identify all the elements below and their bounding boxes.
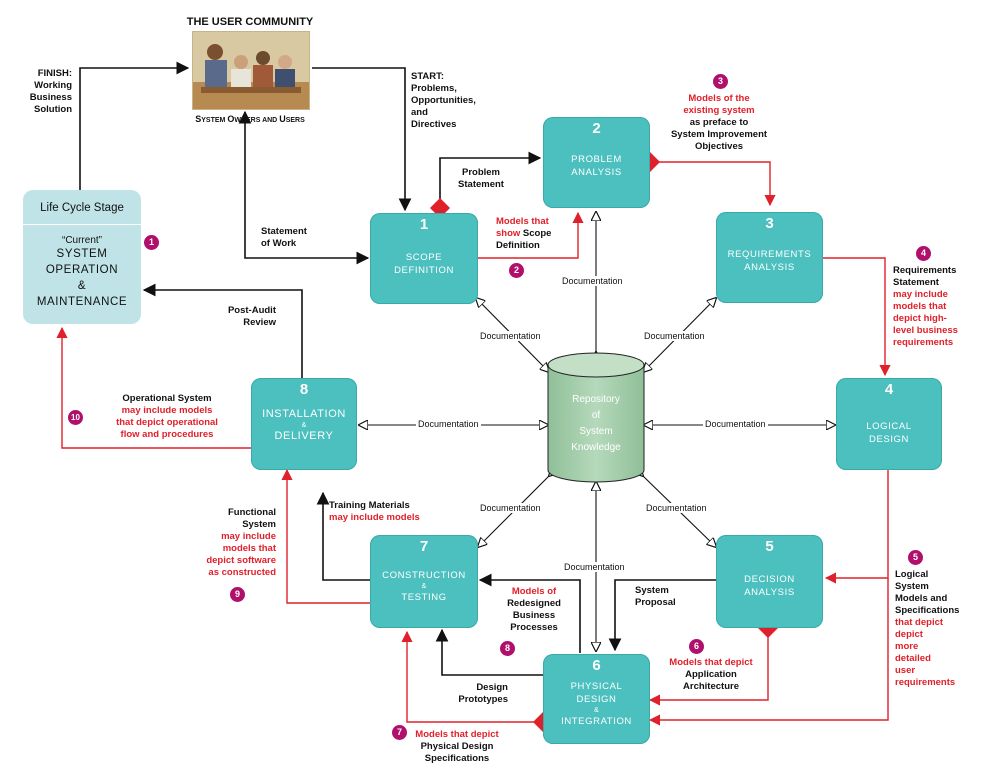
phase-title-line: DESIGN (576, 694, 617, 705)
phase-title-line: INSTALLATION (262, 408, 346, 420)
phase-number: 8 (299, 381, 309, 398)
phase-title-line: LOGICAL (866, 421, 912, 432)
phase-amp: & (594, 707, 599, 714)
redesigned-processes-label: Models of Redesigned Business Processes (507, 586, 561, 633)
phase-title-line: DELIVERY (274, 430, 334, 442)
documentation-label: Documentation (560, 276, 625, 286)
step-badge-1: 1 (144, 235, 159, 250)
requirements-statement-label: Requirements Statement may include model… (893, 265, 958, 348)
phase-physical-design[interactable]: 6 PHYSICAL DESIGN & INTEGRATION (543, 654, 650, 744)
phase-title-line: INTEGRATION (561, 716, 632, 727)
step-badge-6: 6 (689, 639, 704, 654)
step-badge-10: 10 (68, 410, 83, 425)
step-badge-9: 9 (230, 587, 245, 602)
repository-line: of (591, 410, 601, 421)
documentation-label: Documentation (642, 331, 707, 341)
lifecycle-stage-box: Life Cycle Stage “Current” SYSTEM OPERAT… (23, 190, 141, 324)
logical-models-label: Logical System Models and Specifications… (895, 569, 960, 688)
phase-title-line: PROBLEM (571, 154, 622, 165)
lifecycle-line1: SYSTEM (56, 248, 108, 260)
phase-number: 4 (884, 381, 894, 398)
step-badge-7: 7 (392, 725, 407, 740)
community-title: THE USER COMMUNITY (186, 16, 314, 28)
phase-title-line: DESIGN (868, 434, 910, 445)
phase-logical-design[interactable]: 4 LOGICAL DESIGN (836, 378, 942, 470)
documentation-label: Documentation (416, 419, 481, 429)
step-badge-2: 2 (509, 263, 524, 278)
documentation-label: Documentation (562, 562, 627, 572)
step-badge-3: 3 (713, 74, 728, 89)
lifecycle-line2: OPERATION (45, 264, 119, 276)
phase-installation-delivery[interactable]: 8 INSTALLATION & DELIVERY (251, 378, 357, 470)
repository-line: System (579, 426, 613, 437)
step-badge-4: 4 (916, 246, 931, 261)
functional-system-label: Functional System may include models tha… (206, 507, 276, 578)
phase-title-line: DEFINITION (394, 265, 454, 276)
lifecycle-header: Life Cycle Stage (23, 190, 141, 225)
repository-line: Repository (572, 394, 620, 405)
documentation-label: Documentation (478, 331, 543, 341)
training-materials-label: Training Materials may include models (329, 500, 420, 523)
phase-title-line: PHYSICAL (570, 681, 623, 692)
repository-line: Knowledge (571, 442, 621, 453)
phase-number: 7 (419, 538, 429, 555)
user-community-photo (192, 31, 310, 110)
step-badge-8: 8 (500, 641, 515, 656)
phase-number: 1 (419, 216, 429, 233)
phase-title-line: ANALYSIS (744, 587, 795, 598)
phase-amp: & (421, 583, 427, 590)
phase-number: 5 (765, 538, 774, 555)
documentation-label: Documentation (644, 503, 709, 513)
operational-system-label: Operational System may include models th… (116, 393, 218, 440)
phase-decision-analysis[interactable]: 5 DECISION ANALYSIS (716, 535, 823, 628)
phase-title-line: ANALYSIS (571, 167, 622, 178)
phase-title-line: TESTING (401, 592, 447, 603)
lifecycle-line4: MAINTENANCE (36, 296, 128, 308)
phase-number: 3 (765, 215, 774, 232)
lifecycle-line3: & (77, 280, 87, 292)
phase-title-line: DECISION (744, 574, 795, 585)
lifecycle-current: “Current” (61, 235, 102, 246)
models-scope-label: Models that show Scope Definition (496, 216, 552, 251)
phase-title-line: CONSTRUCTION (382, 570, 466, 581)
documentation-label: Documentation (703, 419, 768, 429)
documentation-label: Documentation (478, 503, 543, 513)
app-architecture-label: Models that depict Application Architect… (669, 657, 753, 692)
phase-requirements-analysis[interactable]: 3 REQUIREMENTS ANALYSIS (716, 212, 823, 303)
phase-title-line: REQUIREMENTS (727, 249, 812, 260)
phase-construction-testing[interactable]: 7 CONSTRUCTION & TESTING (370, 535, 478, 628)
repository-label: Repository of System Knowledge (551, 392, 641, 456)
phase-title-line: SCOPE (405, 252, 443, 263)
phase-amp: & (301, 422, 307, 429)
physical-spec-label: Models that depict Physical Design Speci… (415, 729, 499, 764)
phase-scope-definition[interactable]: 1 SCOPE DEFINITION (370, 213, 478, 304)
phase-title-line: ANALYSIS (744, 262, 795, 273)
community-caption: SYSTEM OWNERS AND USERS (195, 114, 305, 124)
phase-number: 6 (592, 657, 601, 674)
phase-number: 2 (592, 120, 601, 137)
step-badge-5: 5 (908, 550, 923, 565)
phase-problem-analysis[interactable]: 2 PROBLEM ANALYSIS (543, 117, 650, 208)
models-existing-label: Models of the existing system as preface… (670, 93, 768, 152)
repository-cylinder (547, 352, 645, 483)
